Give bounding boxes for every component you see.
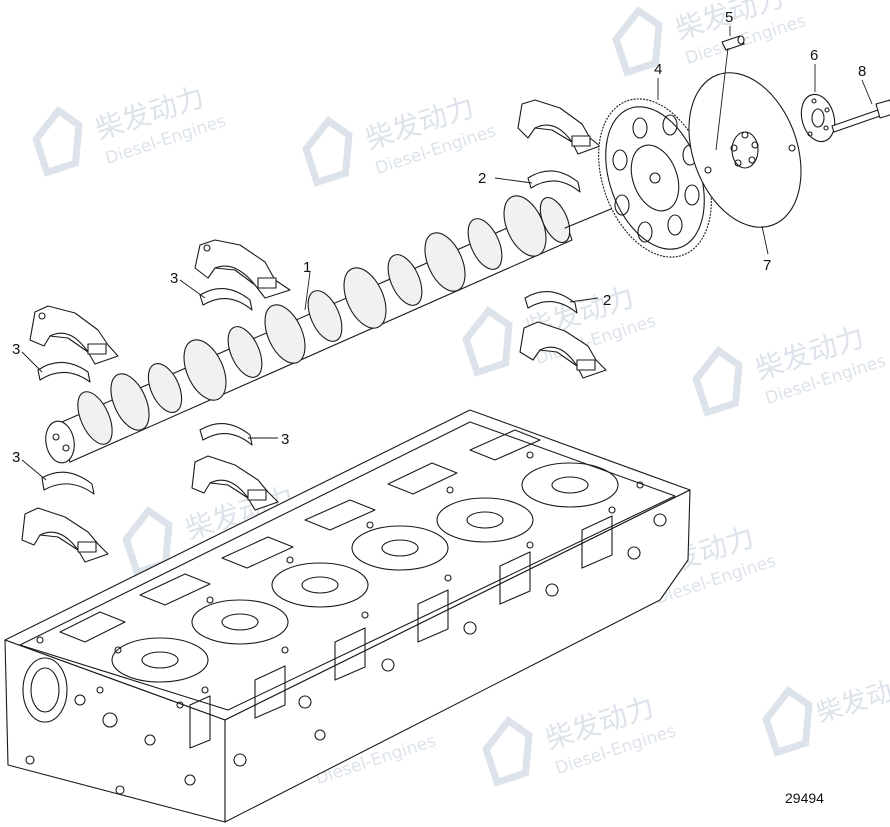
watermark-logo: 柴发动力 Diesel-Engines (462, 280, 659, 377)
bearing-shell (527, 170, 581, 193)
callout-labels: 1 2 2 3 3 3 3 4 5 6 7 8 (12, 9, 866, 466)
figure-number: 29494 (785, 790, 824, 806)
bearing-cap (191, 455, 279, 511)
cylinder-head (4, 409, 691, 823)
bolt (831, 99, 890, 133)
watermark-logo: 柴发动力 Diesel-Engines (32, 80, 229, 177)
side-ports (189, 513, 667, 767)
gear-lightening-holes (612, 114, 700, 243)
bearing-cap (194, 239, 291, 299)
callout-3: 3 (281, 431, 289, 448)
callout-3: 3 (12, 449, 20, 466)
bearing-cap (519, 321, 607, 379)
bearing-shell (37, 361, 91, 383)
dowel-pin (721, 35, 745, 51)
callout-3: 3 (12, 341, 20, 358)
flange-washer (800, 93, 836, 143)
callout-1: 1 (303, 259, 311, 276)
watermark-logo: 柴发动力 (762, 669, 890, 757)
leader-lines (21, 26, 873, 481)
bearing-cap (517, 99, 601, 155)
cylinder-pockets (111, 462, 619, 683)
watermark-logo: 柴发动力 Diesel-Engines (302, 90, 499, 187)
damper-plate (688, 72, 802, 228)
callout-2: 2 (603, 292, 611, 309)
camshaft-gear (598, 98, 712, 258)
callout-8: 8 (858, 63, 866, 80)
watermark-logo: 柴发动力 Diesel-Engines (482, 690, 679, 787)
camshaft-end (45, 420, 75, 464)
bearing-cap (29, 305, 119, 365)
callout-6: 6 (810, 47, 818, 64)
watermark-logo: 柴发动力 Diesel-Engines (692, 320, 889, 417)
callout-7: 7 (763, 257, 771, 274)
bearing-shell (524, 291, 578, 314)
camshaft (45, 191, 653, 464)
front-face-details (22, 657, 196, 795)
bearing-shell (199, 423, 253, 446)
callout-3: 3 (170, 270, 178, 287)
svg-text:柴发动力: 柴发动力 (813, 669, 890, 730)
cam-lobes (77, 195, 571, 445)
callout-4: 4 (654, 61, 662, 78)
bearing-shell (41, 471, 95, 495)
watermark-logo: 柴发动力 Diesel-Engines (612, 0, 809, 77)
callout-2: 2 (478, 170, 486, 187)
bearing-shell (199, 288, 253, 311)
bolt-holes (36, 451, 644, 709)
bearing-cap (21, 507, 109, 563)
intake-ports (59, 429, 541, 643)
callout-5: 5 (725, 9, 733, 26)
